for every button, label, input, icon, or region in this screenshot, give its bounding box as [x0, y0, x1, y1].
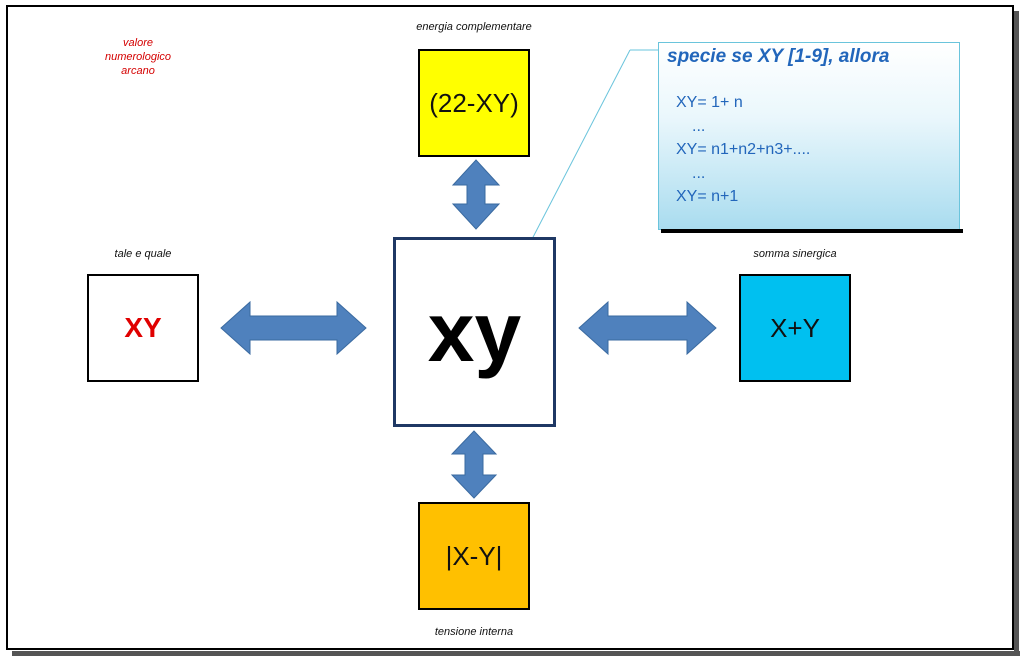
box-top-text: (22-XY)	[429, 87, 519, 118]
callout-line: ...	[692, 118, 706, 135]
note-line: valore	[123, 37, 153, 49]
callout-line: ...	[692, 165, 706, 182]
frame-shadow-right	[1014, 11, 1019, 656]
box-center: xy	[393, 237, 556, 427]
arrow-bottom-icon	[450, 430, 498, 499]
arrow-right-icon	[578, 300, 717, 356]
callout-title: specie se XY [1-9], allora	[667, 46, 890, 67]
label-right: somma sinergica	[753, 248, 837, 260]
box-complementary: (22-XY)	[418, 49, 530, 157]
box-internal-tension: |X-Y|	[418, 502, 530, 610]
note-line: numerologico	[104, 51, 172, 63]
box-right-text: X+Y	[770, 312, 820, 343]
callout-line: XY= 1+ n	[676, 94, 743, 111]
diagram-frame	[6, 5, 1014, 650]
arrow-left-icon	[220, 300, 367, 356]
label-left: tale e quale	[114, 248, 172, 260]
box-left-text: XY	[124, 312, 162, 343]
box-synergic-sum: X+Y	[739, 274, 851, 382]
box-as-is: XY	[87, 274, 199, 382]
numerology-note: valore numerologico arcano	[98, 36, 178, 78]
callout-leader-line	[529, 49, 631, 244]
callout-line: XY= n+1	[676, 188, 739, 205]
callout-box: specie se XY [1-9], allora XY= 1+ n ... …	[658, 42, 963, 233]
callout-line: XY= n1+n2+n3+....	[676, 141, 811, 158]
frame-shadow-bottom	[12, 651, 1020, 656]
label-top: energia complementare	[416, 21, 532, 33]
box-bottom-text: |X-Y|	[445, 540, 503, 571]
note-line: arcano	[121, 65, 155, 77]
arrow-top-icon	[451, 159, 501, 230]
label-bottom: tensione interna	[434, 626, 514, 638]
box-center-text: xy	[427, 284, 522, 379]
